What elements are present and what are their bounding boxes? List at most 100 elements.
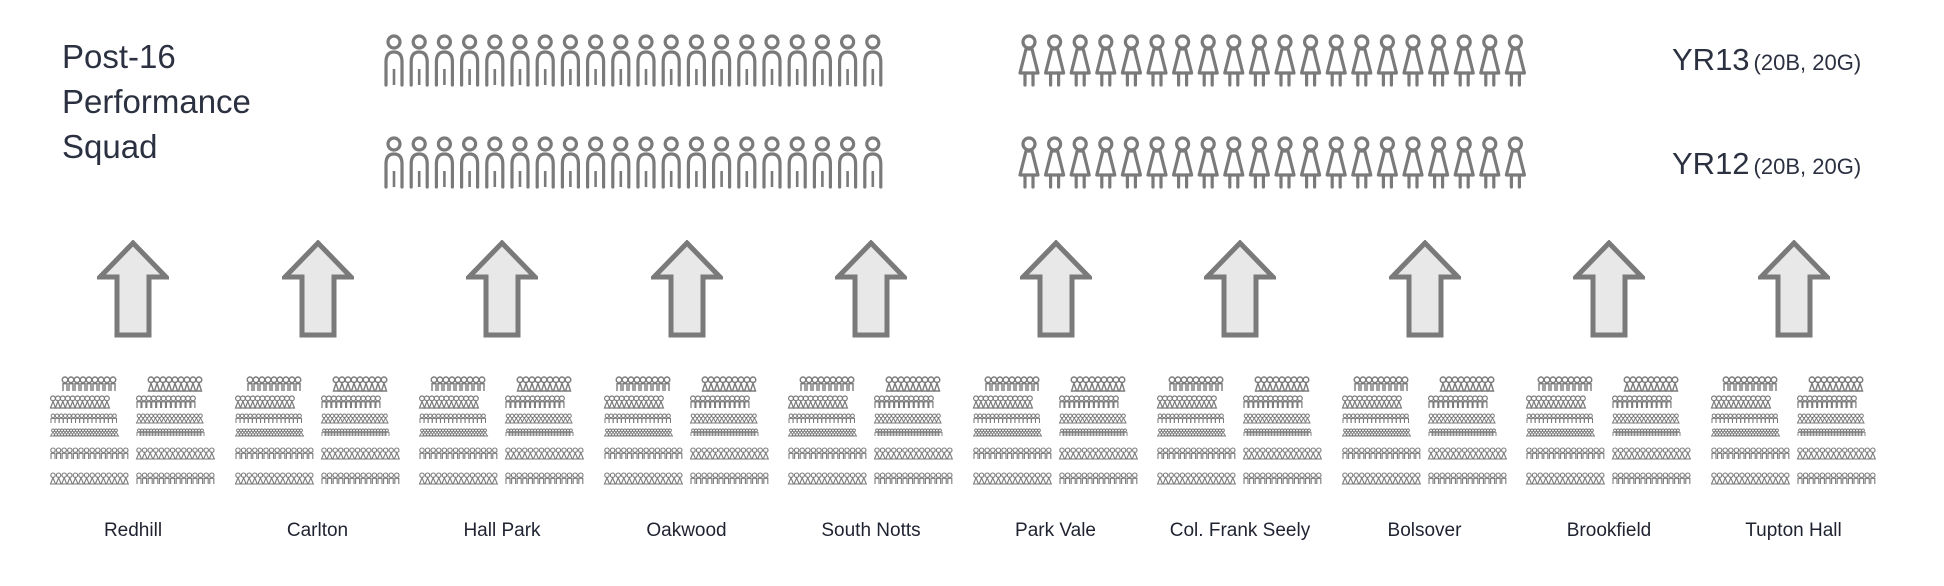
- boy-figure-icon: [686, 34, 706, 87]
- student-mini-icon: [320, 472, 327, 484]
- student-mini-icon: [529, 395, 536, 408]
- student-mini-icon: [111, 447, 118, 459]
- student-mini-icon: [431, 413, 437, 423]
- student-mini-icon: [893, 395, 900, 408]
- student-mini-icon: [1306, 428, 1312, 436]
- student-mini-icon: [64, 395, 72, 409]
- girl-figure-icon: [1325, 136, 1347, 189]
- student-mini-icon: [640, 413, 646, 423]
- student-mini-icon: [552, 376, 560, 392]
- girl-figure-icon: [1197, 136, 1219, 189]
- student-mini-icon: [633, 376, 641, 391]
- student-mini-icon: [1438, 447, 1446, 460]
- student-mini-icon: [1456, 395, 1463, 408]
- school-crowd: [1339, 375, 1511, 500]
- student-mini-icon: [1304, 472, 1311, 484]
- student-mini-icon: [175, 395, 182, 408]
- student-mini-icon: [896, 447, 903, 460]
- student-mini-icon: [1125, 447, 1133, 460]
- student-mini-icon: [1032, 376, 1040, 391]
- student-mini-icon: [1265, 447, 1272, 460]
- student-mini-icon: [983, 472, 991, 485]
- student-mini-icon: [827, 447, 833, 459]
- student-mini-icon: [427, 413, 433, 423]
- student-mini-icon: [1295, 413, 1303, 424]
- student-mini-icon: [1207, 447, 1214, 459]
- student-mini-icon: [888, 395, 895, 408]
- student-mini-icon: [1588, 413, 1593, 423]
- boy-figure-icon: [585, 136, 606, 189]
- student-mini-icon: [873, 413, 881, 424]
- student-mini-icon: [97, 376, 105, 391]
- student-mini-icon: [1432, 447, 1440, 460]
- student-mini-icon: [1477, 447, 1485, 460]
- student-mini-icon: [566, 472, 573, 484]
- student-mini-icon: [1461, 395, 1468, 408]
- student-mini-icon: [558, 376, 566, 392]
- student-mini-icon: [1374, 472, 1382, 485]
- student-mini-icon: [474, 472, 482, 485]
- student-mini-icon: [436, 376, 444, 391]
- student-mini-icon: [112, 428, 120, 437]
- student-mini-icon: [504, 413, 512, 424]
- student-mini-icon: [448, 376, 456, 391]
- student-mini-icon: [1093, 376, 1101, 392]
- student-mini-icon: [823, 376, 831, 391]
- student-mini-icon: [647, 395, 654, 409]
- student-mini-icon: [326, 472, 332, 484]
- student-mini-icon: [845, 413, 851, 423]
- student-mini-icon: [1196, 447, 1202, 459]
- student-mini-icon: [123, 447, 129, 459]
- student-mini-icon: [647, 472, 655, 485]
- student-mini-icon: [620, 413, 626, 423]
- student-mini-icon: [251, 447, 258, 459]
- student-mini-icon: [972, 447, 979, 459]
- student-mini-icon: [821, 395, 829, 409]
- student-mini-icon: [1850, 395, 1857, 408]
- student-mini-icon: [1365, 395, 1373, 409]
- student-mini-icon: [1726, 472, 1734, 485]
- student-mini-icon: [100, 472, 107, 485]
- student-mini-icon: [189, 376, 197, 392]
- student-mini-icon: [268, 447, 274, 459]
- student-mini-icon: [1064, 472, 1070, 484]
- student-mini-icon: [793, 472, 800, 485]
- student-mini-icon: [146, 447, 154, 460]
- student-mini-icon: [1165, 413, 1171, 423]
- student-mini-icon: [1370, 395, 1378, 409]
- student-mini-icon: [1371, 376, 1379, 391]
- student-mini-icon: [1001, 413, 1007, 423]
- up-arrow-icon: [647, 239, 726, 338]
- student-mini-icon: [515, 447, 523, 460]
- student-mini-icon: [1525, 395, 1533, 409]
- student-mini-icon: [1229, 472, 1237, 485]
- student-mini-icon: [666, 428, 673, 437]
- student-mini-icon: [748, 376, 756, 392]
- student-mini-icon: [804, 472, 812, 485]
- student-mini-icon: [1271, 472, 1277, 484]
- student-mini-icon: [1659, 376, 1667, 392]
- student-mini-icon: [1662, 447, 1669, 460]
- student-mini-icon: [1073, 395, 1080, 408]
- student-mini-icon: [1756, 413, 1762, 423]
- student-mini-icon: [1853, 413, 1861, 424]
- student-mini-icon: [1660, 413, 1668, 424]
- student-mini-icon: [458, 447, 464, 459]
- up-arrow-icon: [1570, 239, 1648, 338]
- student-mini-icon: [373, 376, 381, 392]
- student-mini-icon: [1358, 413, 1364, 423]
- student-mini-icon: [454, 376, 462, 391]
- girl-figure-icon: [1504, 136, 1526, 189]
- student-mini-icon: [1070, 413, 1078, 424]
- student-mini-icon: [481, 413, 486, 423]
- student-mini-icon: [947, 472, 953, 484]
- student-mini-icon: [522, 472, 528, 484]
- student-mini-icon: [885, 472, 891, 484]
- student-mini-icon: [1350, 413, 1356, 423]
- student-mini-icon: [1806, 395, 1813, 408]
- student-mini-icon: [704, 395, 711, 408]
- student-mini-icon: [1710, 472, 1717, 485]
- student-mini-icon: [1462, 376, 1470, 392]
- student-mini-icon: [1831, 376, 1839, 392]
- student-mini-icon: [653, 472, 661, 485]
